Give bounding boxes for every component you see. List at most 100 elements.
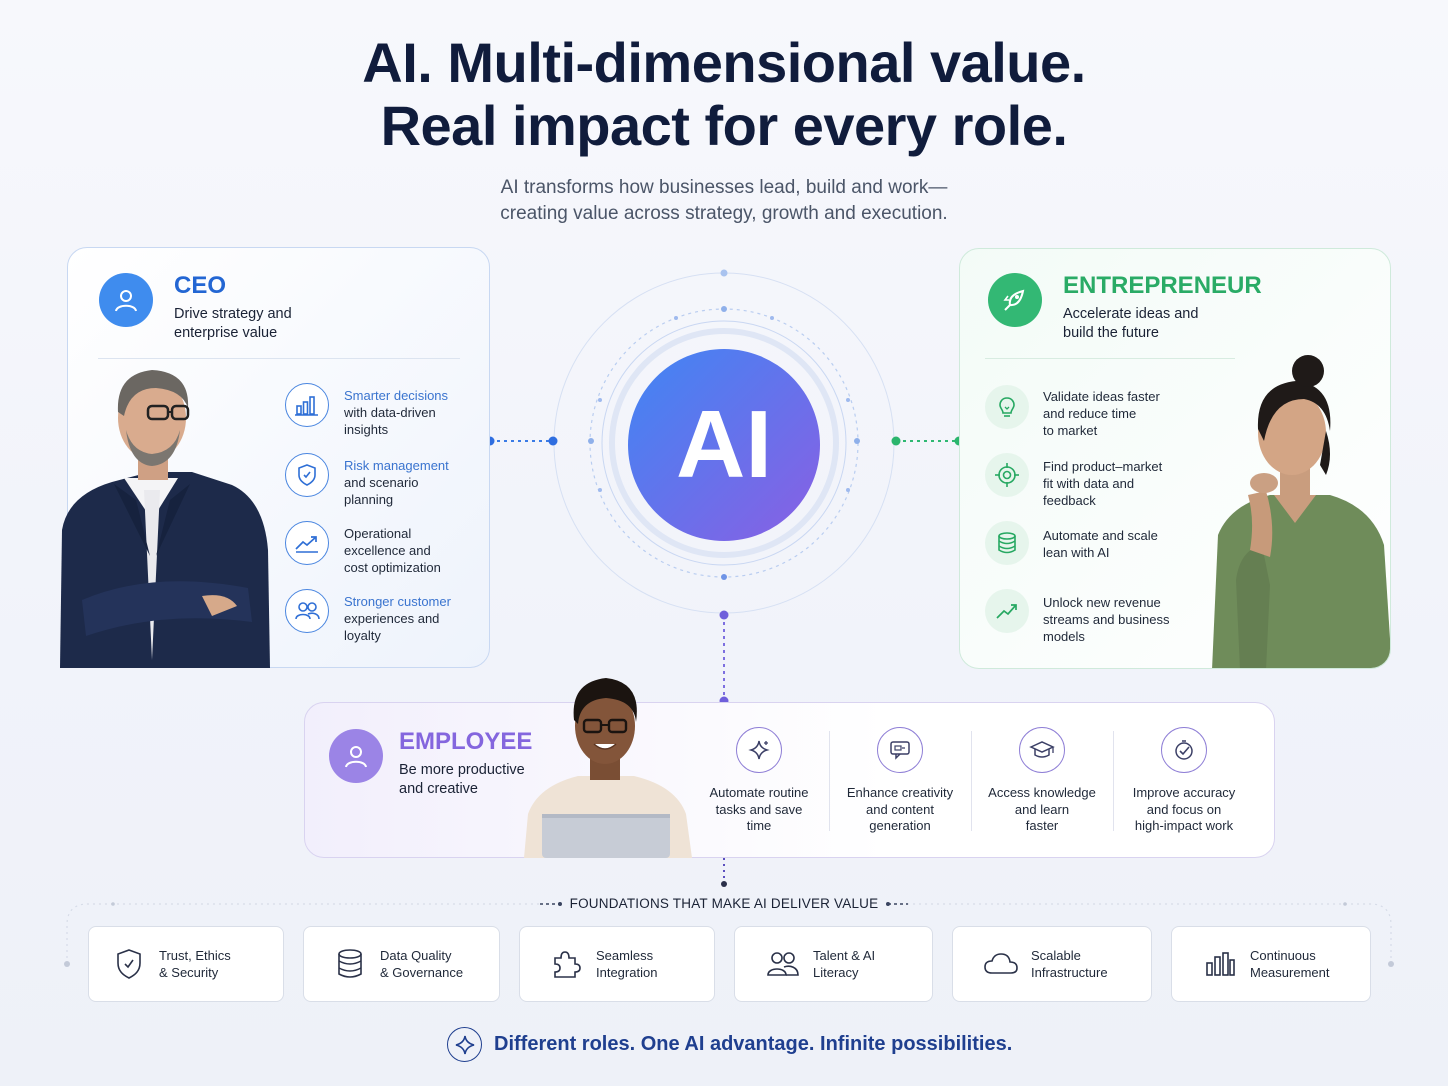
- entrepreneur-feature-4-line2: streams and business: [1043, 612, 1170, 627]
- ceo-feature-3-line2: excellence and: [344, 543, 431, 558]
- entrepreneur-divider: [985, 358, 1235, 359]
- foundation-trust-line1: Trust, Ethics: [159, 948, 231, 963]
- foundation-infrastructure-line1: Scalable: [1031, 948, 1081, 963]
- entrepreneur-feature-3: Automate and scale lean with AI: [1043, 527, 1193, 561]
- employee-person-image: [524, 678, 692, 858]
- employee-tile-3-line2: and learn: [1014, 801, 1070, 817]
- trend-up-icon: [985, 589, 1029, 633]
- employee-tile-2: Enhance creativity and content generatio…: [830, 727, 970, 835]
- employee-avatar: [329, 729, 383, 783]
- employee-tile-3-line1: Access knowledge: [988, 785, 1096, 800]
- employee-tile-4-line3: high-impact work: [1134, 818, 1234, 833]
- entrepreneur-card: ENTREPRENEUR Accelerate ideas and build …: [959, 248, 1391, 669]
- bar-chart-icon: [285, 383, 329, 427]
- shield-icon: [285, 453, 329, 497]
- chat-icon: [877, 727, 923, 773]
- shield-check-icon: [107, 947, 151, 981]
- entrepreneur-feature-2-line2: fit with data and: [1043, 476, 1135, 491]
- lightbulb-icon: [985, 385, 1029, 429]
- employee-tile-1-line3: time: [746, 818, 772, 833]
- page-subtitle-line1: AI transforms how businesses lead, build…: [500, 177, 948, 198]
- foundation-talent-line2: Literacy: [813, 965, 859, 980]
- entrepreneur-person-image: [1212, 355, 1390, 668]
- foundation-card-integration: Seamless Integration: [519, 926, 715, 1002]
- entrepreneur-feature-1-line2: and reduce time: [1043, 406, 1137, 421]
- ceo-feature-2: Risk management and scenario planning: [344, 457, 484, 508]
- entrepreneur-feature-3-line1: Automate and scale: [1043, 528, 1158, 543]
- ceo-feature-3-line3: cost optimization: [344, 560, 441, 575]
- employee-tile-4-line2: and focus on: [1146, 801, 1222, 817]
- puzzle-icon: [544, 948, 588, 980]
- entrepreneur-feature-1: Validate ideas faster and reduce time to…: [1043, 388, 1193, 439]
- ceo-feature-1-line2: with data-driven: [344, 405, 436, 420]
- graduation-cap-icon: [1019, 727, 1065, 773]
- ceo-desc-line2: enterprise value: [174, 325, 278, 341]
- cloud-icon: [979, 951, 1023, 977]
- entrepreneur-feature-2-line3: feedback: [1043, 493, 1096, 508]
- foundation-card-measurement: Continuous Measurement: [1171, 926, 1371, 1002]
- foundation-card-infrastructure: Scalable Infrastructure: [952, 926, 1152, 1002]
- foundation-measurement-line1: Continuous: [1250, 948, 1316, 963]
- ceo-title: CEO: [174, 272, 227, 299]
- employee-tile-1: Automate routine tasks and save time: [689, 727, 829, 835]
- employee-tile-2-line2: and content: [866, 801, 934, 817]
- ceo-feature-4-line2: experiences and: [344, 611, 440, 626]
- ceo-feature-4-line3: loyalty: [344, 628, 381, 643]
- foundation-data-line2: & Governance: [380, 965, 464, 980]
- entrepreneur-feature-4-line3: models: [1043, 629, 1085, 644]
- employee-divider: [1113, 731, 1114, 831]
- employee-tile-4-line1: Improve accuracy: [1132, 785, 1236, 800]
- ceo-feature-4-accent: Stronger customer: [344, 594, 451, 609]
- database-icon: [985, 521, 1029, 565]
- foundation-integration-line1: Seamless: [596, 948, 654, 963]
- people-icon: [285, 589, 329, 633]
- employee-tile-1-line1: Automate routine: [709, 785, 809, 800]
- ceo-feature-2-line2: and scenario: [344, 475, 419, 490]
- entrepreneur-feature-4: Unlock new revenue streams and business …: [1043, 594, 1193, 645]
- foundation-card-data: Data Quality & Governance: [303, 926, 500, 1002]
- employee-tile-2-line1: Enhance creativity: [846, 785, 954, 800]
- employee-desc-line1: Be more productive: [399, 762, 525, 778]
- entrepreneur-desc-line1: Accelerate ideas and: [1063, 306, 1199, 322]
- ceo-feature-1: Smarter decisions with data-driven insig…: [344, 387, 484, 438]
- employee-divider: [971, 731, 972, 831]
- foundation-card-talent: Talent & AI Literacy: [734, 926, 933, 1002]
- entrepreneur-desc-line2: build the future: [1063, 325, 1159, 341]
- ceo-desc-line1: Drive strategy and: [174, 306, 292, 322]
- employee-desc-line2: and creative: [399, 781, 478, 797]
- bar-chart-icon: [1198, 950, 1242, 978]
- people-icon: [761, 949, 805, 979]
- ceo-avatar: [99, 273, 153, 327]
- foundation-infrastructure-line2: Infrastructure: [1031, 965, 1108, 980]
- entrepreneur-feature-4-line1: Unlock new revenue: [1043, 595, 1161, 610]
- foundation-integration-line2: Integration: [596, 965, 658, 980]
- foundation-data-line1: Data Quality: [380, 948, 452, 963]
- page-subtitle-line2: creating value across strategy, growth a…: [500, 203, 948, 224]
- employee-tile-4: Improve accuracy and focus on high-impac…: [1114, 727, 1254, 835]
- entrepreneur-avatar: [988, 273, 1042, 327]
- employee-tile-1-line2: tasks and save: [715, 801, 803, 817]
- ceo-feature-1-line3: insights: [344, 422, 389, 437]
- entrepreneur-title: ENTREPRENEUR: [1063, 272, 1262, 299]
- trend-up-icon: [285, 521, 329, 565]
- ceo-feature-4: Stronger customer experiences and loyalt…: [344, 593, 484, 644]
- ceo-feature-2-line3: planning: [344, 492, 394, 507]
- page-title-line1: AI. Multi-dimensional value.: [362, 31, 1086, 94]
- employee-card: EMPLOYEE Be more productive and creative…: [304, 702, 1275, 858]
- ceo-person-image: [60, 370, 270, 668]
- ceo-feature-1-accent: Smarter decisions: [344, 388, 449, 403]
- target-icon: [985, 453, 1029, 497]
- foundations-title: FOUNDATIONS THAT MAKE AI DELIVER VALUE: [569, 896, 879, 911]
- ceo-divider: [98, 358, 460, 359]
- entrepreneur-feature-1-line3: to market: [1043, 423, 1098, 438]
- sparkle-icon: [447, 1027, 482, 1062]
- employee-tile-3-line3: faster: [1025, 818, 1059, 833]
- entrepreneur-feature-3-line2: lean with AI: [1043, 545, 1110, 560]
- ceo-feature-3: Operational excellence and cost optimiza…: [344, 525, 484, 576]
- foundation-trust-line2: & Security: [159, 965, 219, 980]
- employee-tile-3: Access knowledge and learn faster: [972, 727, 1112, 835]
- foundation-card-trust: Trust, Ethics & Security: [88, 926, 284, 1002]
- entrepreneur-feature-1-line1: Validate ideas faster: [1043, 389, 1160, 404]
- ceo-feature-2-accent: Risk management: [344, 458, 449, 473]
